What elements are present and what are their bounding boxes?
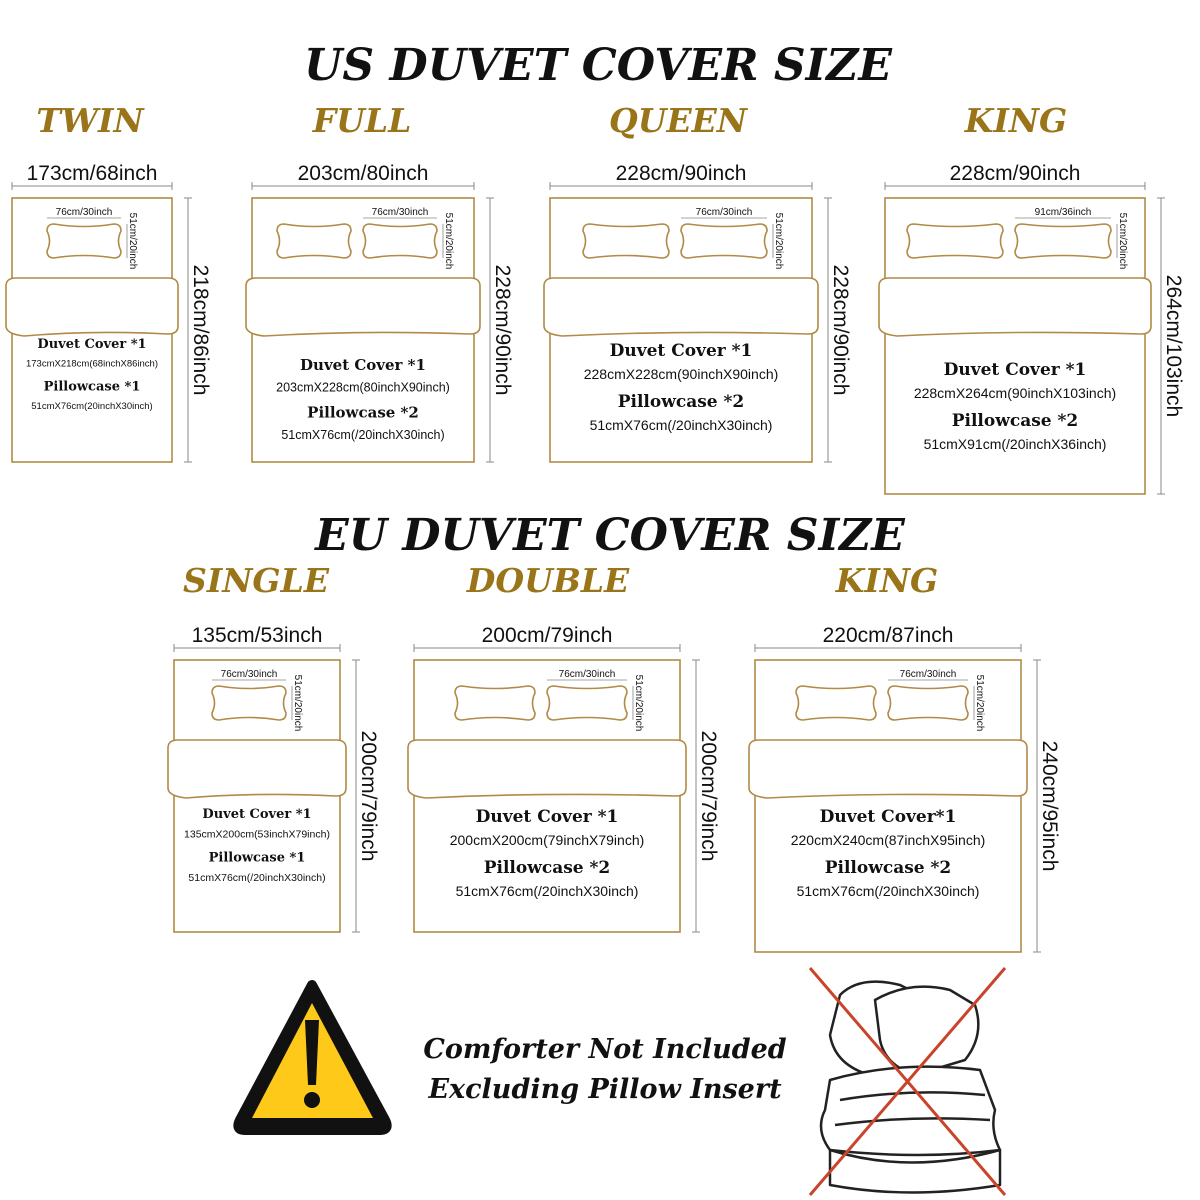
pillow-height-label: 51cm/20inch [974, 675, 985, 732]
eu-bed-king: KING 220cm/87inch 240cm/95inch 76cm/30inch 5… [748, 561, 1061, 953]
pillowcase-title: Pillowcase *1 [209, 851, 306, 866]
duvet-fold [407, 739, 687, 799]
bed-size-name: KING [835, 561, 938, 600]
pillow-height-label: 51cm/20inch [443, 213, 454, 270]
height-label: 200cm/79inch [357, 731, 380, 862]
bed-size-name: QUEEN [609, 101, 749, 140]
width-label: 228cm/90inch [616, 162, 747, 185]
width-label: 173cm/68inch [27, 162, 158, 185]
comforter-not-included-text: Comforter Not Included [423, 1034, 786, 1065]
height-label: 228cm/90inch [829, 265, 852, 396]
height-label: 264cm/103inch [1162, 275, 1185, 417]
pillow [454, 685, 536, 721]
width-label: 228cm/90inch [950, 162, 1081, 185]
pillow-height-label: 51cm/20inch [127, 213, 138, 270]
duvet-cover-title: Duvet Cover*1 [820, 807, 957, 827]
bed-size-name: KING [964, 101, 1067, 140]
duvet-cover-title: Duvet Cover *1 [300, 356, 426, 374]
bed-size-name: TWIN [36, 101, 145, 140]
pillow-width-label: 76cm/30inch [372, 207, 429, 218]
bed-size-name: DOUBLE [466, 561, 630, 600]
eu-bed-single: SINGLE 135cm/53inch 200cm/79inch 76cm/30inc… [167, 561, 380, 933]
pillow-height-label: 51cm/20inch [633, 675, 644, 732]
pillowcase-title: Pillowcase *2 [307, 404, 419, 422]
pillowcase-size: 51cmX76cm(/20inchX30inch) [281, 428, 444, 442]
duvet-fold [245, 277, 481, 337]
pillow-width-label: 76cm/30inch [696, 207, 753, 218]
eu-bed-double: DOUBLE 200cm/79inch 200cm/79inch 76cm/30inc… [407, 561, 720, 933]
pillow-width-label: 76cm/30inch [221, 669, 278, 680]
height-label: 228cm/90inch [491, 265, 514, 396]
duvet-fold [748, 739, 1028, 799]
pillowcase-title: Pillowcase *1 [44, 380, 141, 395]
pillow-width-label: 76cm/30inch [559, 669, 616, 680]
pillow [795, 685, 877, 721]
duvet-cover-size: 220cmX240cm(87inchX95inch) [791, 832, 986, 848]
duvet-cover-size: 228cmX228cm(90inchX90inch) [584, 366, 779, 382]
duvet-fold [878, 277, 1152, 337]
height-label: 200cm/79inch [697, 731, 720, 862]
pillowcase-title: Pillowcase *2 [484, 858, 611, 878]
pillow-width-label: 91cm/36inch [1035, 207, 1092, 218]
pillowcase-title: Pillowcase *2 [952, 411, 1079, 431]
width-label: 200cm/79inch [482, 624, 613, 647]
duvet-fold [167, 739, 347, 799]
us-bed-full: FULL 203cm/80inch 228cm/90inch 76cm/30inch 5… [245, 101, 514, 463]
pillow [362, 223, 438, 259]
duvet-cover-size: 135cmX200cm(53inchX79inch) [184, 829, 330, 841]
pillow [887, 685, 969, 721]
pillow-height-label: 51cm/20inch [292, 675, 303, 732]
us-bed-queen: QUEEN 228cm/90inch 228cm/90inch 76cm/30inch… [543, 101, 852, 463]
height-label: 240cm/95inch [1038, 741, 1061, 872]
duvet-cover-size: 200cmX200cm(79inchX79inch) [450, 832, 645, 848]
pillowcase-title: Pillowcase *2 [825, 858, 952, 878]
pillowcase-size: 51cmX76cm(/20inchX30inch) [188, 872, 325, 884]
pillowcase-size: 51cmX91cm(/20inchX36inch) [924, 436, 1107, 452]
us-section-title: US DUVET COVER SIZE [304, 40, 893, 91]
pillowcase-size: 51cmX76cm(/20inchX30inch) [590, 417, 773, 433]
pillow [680, 223, 768, 259]
duvet-cover-title: Duvet Cover *1 [944, 360, 1087, 380]
warning-triangle-icon [233, 980, 392, 1135]
pillowcase-size: 51cmX76cm(/20inchX30inch) [797, 883, 980, 899]
pillowcase-size: 51cmX76cm(/20inchX30inch) [456, 883, 639, 899]
pillow-width-label: 76cm/30inch [56, 207, 113, 218]
pillow [1014, 223, 1112, 259]
pillow-width-label: 76cm/30inch [900, 669, 957, 680]
pillow [276, 223, 352, 259]
duvet-fold [543, 277, 819, 337]
pillowcase-title: Pillowcase *2 [618, 392, 745, 412]
width-label: 220cm/87inch [823, 624, 954, 647]
duvet-cover-size: 203cmX228cm(80inchX90inch) [276, 381, 450, 395]
excluding-pillow-insert-text: Excluding Pillow Insert [427, 1074, 782, 1105]
pillow-height-label: 51cm/20inch [773, 213, 784, 270]
bed-size-name: FULL [312, 101, 412, 140]
duvet-cover-title: Duvet Cover *1 [202, 807, 311, 822]
width-label: 203cm/80inch [298, 162, 429, 185]
bed-diagrams: TWIN 173cm/68inch 218cm/86inch 76cm/30inch 5… [5, 101, 1185, 953]
bed-size-name: SINGLE [183, 561, 330, 600]
pillow [906, 223, 1004, 259]
height-label: 218cm/86inch [189, 265, 212, 396]
duvet-cover-size: 173cmX218cm(68inchX86inch) [26, 359, 158, 370]
width-label: 135cm/53inch [192, 624, 323, 647]
pillow [46, 223, 122, 259]
pillowcase-size: 51cmX76cm(20inchX30inch) [31, 401, 152, 412]
pillow-height-label: 51cm/20inch [1117, 213, 1128, 270]
duvet-cover-title: Duvet Cover *1 [37, 337, 146, 352]
pillow [546, 685, 628, 721]
eu-section-title: EU DUVET COVER SIZE [313, 510, 906, 561]
crossed-out-comforter-icon [808, 967, 1007, 1196]
pillow [582, 223, 670, 259]
us-bed-king: KING 228cm/90inch 264cm/103inch 91cm/36inch… [878, 101, 1185, 495]
duvet-fold [5, 277, 179, 337]
duvet-cover-title: Duvet Cover *1 [476, 807, 619, 827]
pillow [211, 685, 287, 721]
duvet-cover-title: Duvet Cover *1 [610, 341, 753, 361]
duvet-cover-size: 228cmX264cm(90inchX103inch) [914, 385, 1116, 401]
us-bed-twin: TWIN 173cm/68inch 218cm/86inch 76cm/30inch 5… [5, 101, 212, 463]
